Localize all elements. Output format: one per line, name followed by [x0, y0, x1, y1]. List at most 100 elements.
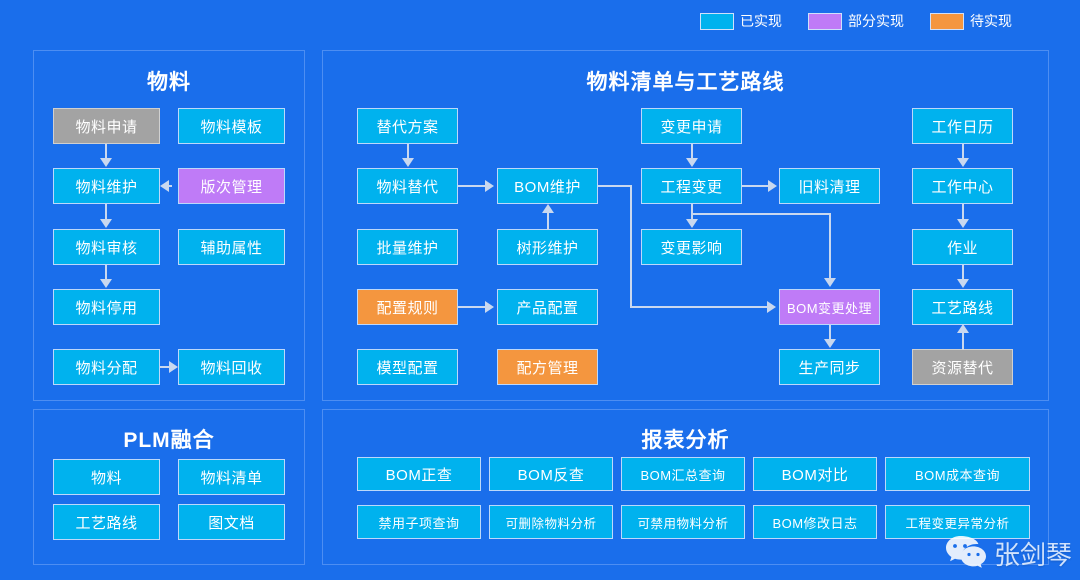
connector-change-down-leg — [829, 213, 831, 279]
node-version-management[interactable]: 版次管理 — [178, 168, 285, 204]
arrowhead-apply-to-maintain — [100, 158, 112, 167]
arrowhead-allocate-to-recycle — [169, 361, 178, 373]
arrowhead-maintain-to-review — [100, 219, 112, 228]
node-auxiliary-attribute[interactable]: 辅助属性 — [178, 229, 285, 265]
node-bom-reverse-query[interactable]: BOM反查 — [489, 457, 613, 491]
node-material-review[interactable]: 物料审核 — [53, 229, 160, 265]
arrowhead-tree-to-bom — [542, 204, 554, 213]
panel-report: 报表分析 — [322, 409, 1049, 565]
node-disableable-material-analysis[interactable]: 可禁用物料分析 — [621, 505, 745, 539]
arrowhead-plan-to-substitute — [402, 158, 414, 167]
panel-material-title: 物料 — [147, 71, 191, 94]
connector-change-to-impact — [691, 204, 693, 220]
legend: 已实现 部分实现 待实现 — [700, 10, 1012, 32]
arrowhead-bom-to-change-process — [767, 301, 776, 313]
node-engineering-change[interactable]: 工程变更 — [641, 168, 742, 204]
node-batch-maintain[interactable]: 批量维护 — [357, 229, 458, 265]
panel-bom-routing: 物料清单与工艺路线 — [322, 50, 1049, 401]
node-tree-maintain[interactable]: 树形维护 — [497, 229, 598, 265]
connector-apply-to-maintain — [105, 144, 107, 159]
panel-plm: PLM融合 — [33, 409, 305, 565]
legend-label-todo: 待实现 — [970, 12, 1012, 29]
legend-label-partial: 部分实现 — [848, 12, 904, 29]
node-change-request[interactable]: 变更申请 — [641, 108, 742, 144]
node-plm-bom[interactable]: 物料清单 — [178, 459, 285, 495]
node-process-route[interactable]: 工艺路线 — [912, 289, 1013, 325]
panel-bom-routing-title: 物料清单与工艺路线 — [586, 71, 785, 94]
legend-item-partial: 部分实现 — [808, 12, 904, 30]
legend-swatch-todo — [930, 12, 964, 30]
arrowhead-change-to-impact — [686, 219, 698, 228]
arrowhead-change-to-cleanup — [768, 180, 777, 192]
connector-process-to-sync — [829, 325, 831, 340]
node-config-rule[interactable]: 配置规则 — [357, 289, 458, 325]
connector-operation-to-route — [962, 265, 964, 280]
panel-plm-title: PLM融合 — [123, 429, 215, 452]
arrowhead-request-to-change — [686, 158, 698, 167]
node-deletable-material-analysis[interactable]: 可删除物料分析 — [489, 505, 613, 539]
arrowhead-resource-to-route — [957, 324, 969, 333]
panel-report-title: 报表分析 — [641, 429, 730, 452]
connector-review-to-disable — [105, 265, 107, 280]
arrowhead-rule-to-product — [485, 301, 494, 313]
connector-substitute-to-bom — [458, 185, 486, 187]
connector-bom-to-change-process — [630, 306, 770, 308]
panel-material: 物料 — [33, 50, 305, 401]
legend-swatch-partial — [808, 12, 842, 30]
connector-change-right-leg — [691, 213, 831, 215]
connector-calendar-to-center — [962, 144, 964, 159]
arrowhead-substitute-to-bom — [485, 180, 494, 192]
node-bom-maintain[interactable]: BOM维护 — [497, 168, 598, 204]
node-material-template[interactable]: 物料模板 — [178, 108, 285, 144]
connector-tree-to-bom — [547, 213, 549, 230]
arrowhead-center-to-operation — [957, 219, 969, 228]
node-resource-substitute[interactable]: 资源替代 — [912, 349, 1013, 385]
node-disabled-child-query[interactable]: 禁用子项查询 — [357, 505, 481, 539]
connector-change-to-cleanup — [742, 185, 769, 187]
connector-resource-to-route — [962, 333, 964, 350]
connector-rule-to-product — [458, 306, 486, 308]
node-material-apply[interactable]: 物料申请 — [53, 108, 160, 144]
node-old-material-cleanup[interactable]: 旧料清理 — [779, 168, 880, 204]
connector-maintain-to-review — [105, 204, 107, 220]
connector-center-to-operation — [962, 204, 964, 220]
node-plm-material[interactable]: 物料 — [53, 459, 160, 495]
arrowhead-change-into-process — [824, 278, 836, 287]
node-plm-route[interactable]: 工艺路线 — [53, 504, 160, 540]
node-model-config[interactable]: 模型配置 — [357, 349, 458, 385]
node-material-maintain[interactable]: 物料维护 — [53, 168, 160, 204]
node-engineering-change-anomaly-analysis[interactable]: 工程变更异常分析 — [885, 505, 1030, 539]
legend-label-done: 已实现 — [740, 12, 782, 29]
node-substitute-plan[interactable]: 替代方案 — [357, 108, 458, 144]
arrowhead-review-to-disable — [100, 279, 112, 288]
connector-bom-down-leg — [630, 185, 632, 307]
arrowhead-process-to-sync — [824, 339, 836, 348]
connector-bom-right-stub — [598, 185, 632, 187]
node-work-calendar[interactable]: 工作日历 — [912, 108, 1013, 144]
node-product-config[interactable]: 产品配置 — [497, 289, 598, 325]
legend-item-todo: 待实现 — [930, 12, 1012, 30]
arrowhead-operation-to-route — [957, 279, 969, 288]
arrowhead-version-to-maintain — [160, 180, 169, 192]
node-bom-cost-query[interactable]: BOM成本查询 — [885, 457, 1030, 491]
legend-swatch-done — [700, 12, 734, 30]
node-bom-change-log[interactable]: BOM修改日志 — [753, 505, 877, 539]
node-production-sync[interactable]: 生产同步 — [779, 349, 880, 385]
connector-request-to-change — [691, 144, 693, 159]
node-material-recycle[interactable]: 物料回收 — [178, 349, 285, 385]
legend-item-done: 已实现 — [700, 12, 782, 30]
node-change-impact[interactable]: 变更影响 — [641, 229, 742, 265]
node-plm-document[interactable]: 图文档 — [178, 504, 285, 540]
node-material-disable[interactable]: 物料停用 — [53, 289, 160, 325]
node-bom-summary-query[interactable]: BOM汇总查询 — [621, 457, 745, 491]
connector-plan-to-substitute — [407, 144, 409, 159]
node-bom-forward-query[interactable]: BOM正查 — [357, 457, 481, 491]
node-bom-change-process[interactable]: BOM变更处理 — [779, 289, 880, 325]
node-material-allocate[interactable]: 物料分配 — [53, 349, 160, 385]
node-bom-compare[interactable]: BOM对比 — [753, 457, 877, 491]
node-operation[interactable]: 作业 — [912, 229, 1013, 265]
node-recipe-management[interactable]: 配方管理 — [497, 349, 598, 385]
node-work-center[interactable]: 工作中心 — [912, 168, 1013, 204]
node-material-substitute[interactable]: 物料替代 — [357, 168, 458, 204]
